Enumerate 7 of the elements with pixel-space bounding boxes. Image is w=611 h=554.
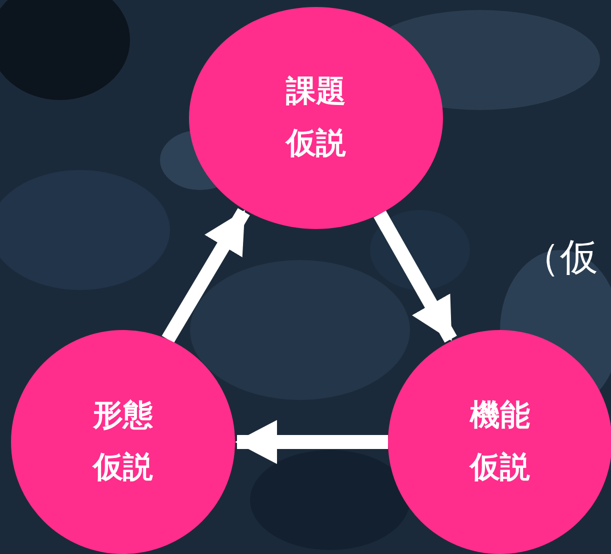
node-label: 課題仮説 — [286, 72, 346, 163]
node-label: 形態仮説 — [93, 396, 153, 487]
arrow — [235, 420, 388, 464]
node-label: 機能仮説 — [470, 396, 530, 487]
note-text: （仮 — [522, 238, 598, 276]
arrow — [374, 210, 457, 343]
arrow — [162, 208, 250, 343]
